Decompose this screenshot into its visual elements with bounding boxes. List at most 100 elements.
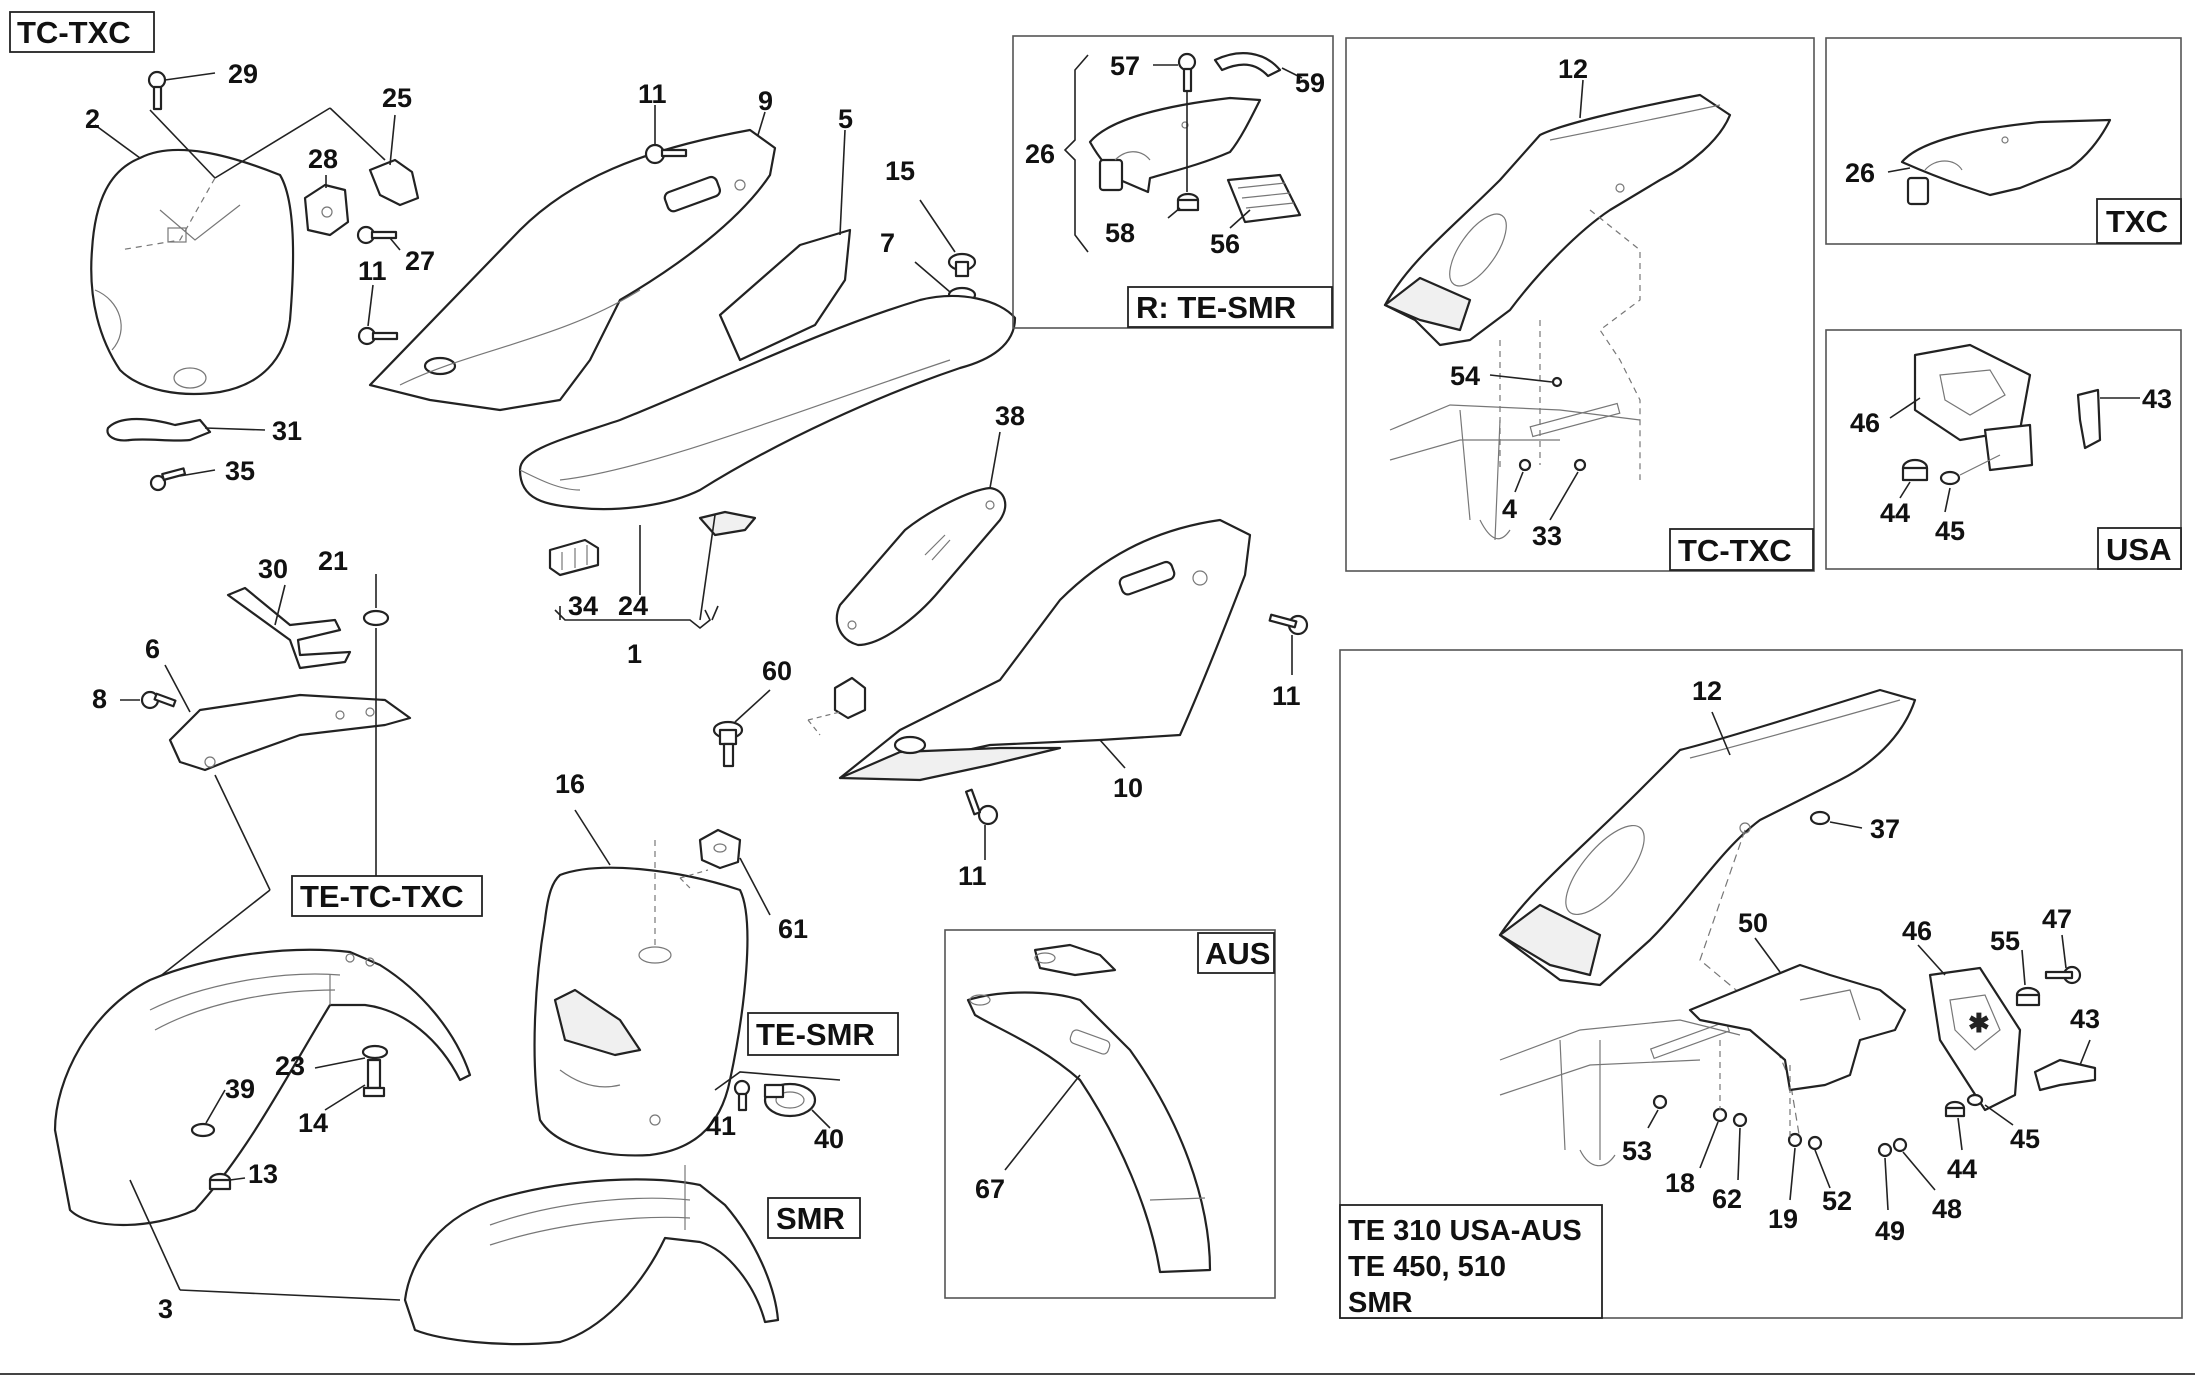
callout-23: 23 bbox=[275, 1051, 305, 1081]
callout-16: 16 bbox=[555, 769, 585, 799]
callout-1: 1 bbox=[627, 639, 642, 669]
washer-45a-part bbox=[1939, 470, 1961, 486]
tag-aus: AUS bbox=[1205, 936, 1270, 971]
nut-44a-part bbox=[1901, 458, 1929, 482]
tag-box-usa bbox=[2097, 527, 2182, 570]
callout-41: 41 bbox=[706, 1111, 736, 1141]
front-fender-3b-part bbox=[403, 1165, 780, 1346]
callout-45b: 45 bbox=[2010, 1124, 2040, 1154]
front-fender-3a-part bbox=[53, 948, 472, 1227]
r-te-smr-panel-frame bbox=[1012, 35, 1334, 329]
washer-21-part bbox=[362, 609, 390, 627]
screw-11c-part bbox=[1268, 613, 1309, 636]
callout-33: 33 bbox=[1532, 521, 1562, 551]
callout-58: 58 bbox=[1105, 218, 1135, 248]
callout-50: 50 bbox=[1738, 908, 1768, 938]
callout-46b: 46 bbox=[1902, 916, 1932, 946]
screw-33-part bbox=[1573, 458, 1587, 472]
tag-smr: SMR bbox=[776, 1201, 845, 1236]
washer-23-part bbox=[361, 1044, 389, 1060]
callout-12a: 12 bbox=[1558, 54, 1588, 84]
clamp-40-part bbox=[763, 1082, 817, 1118]
callout-52: 52 bbox=[1822, 1186, 1852, 1216]
side-cover-10-part bbox=[838, 518, 1252, 782]
bracket-30-part bbox=[226, 586, 352, 670]
screw-11d-part bbox=[964, 788, 999, 826]
variant-line-3: SMR bbox=[1348, 1287, 1413, 1319]
tag-box-txc bbox=[2096, 198, 2182, 244]
tag-box-tc-txc-panel bbox=[1669, 528, 1814, 571]
side-cover-9-part bbox=[368, 128, 777, 412]
callout-26b: 26 bbox=[1845, 158, 1875, 188]
callout-31: 31 bbox=[272, 416, 302, 446]
clip-61-part bbox=[698, 828, 742, 870]
decal-5-part bbox=[718, 228, 852, 362]
rear-fender-12b-part bbox=[1498, 688, 1917, 987]
bolt-19-part bbox=[1787, 1132, 1803, 1148]
callout-62: 62 bbox=[1712, 1184, 1742, 1214]
svg-text:✱: ✱ bbox=[1968, 1008, 1990, 1038]
callout-61: 61 bbox=[778, 914, 808, 944]
callout-6: 6 bbox=[145, 634, 160, 664]
tag-box-r-te-smr bbox=[1127, 286, 1333, 328]
callout-19: 19 bbox=[1768, 1204, 1798, 1234]
callout-11c: 11 bbox=[1272, 681, 1301, 711]
txc-panel-frame bbox=[1825, 37, 2182, 245]
callout-21: 21 bbox=[318, 546, 348, 576]
license-bracket-46b-part: ✱ bbox=[1928, 966, 2022, 1112]
callout-3: 3 bbox=[158, 1294, 173, 1324]
screw-8-part bbox=[140, 690, 177, 710]
nut-53-part bbox=[1652, 1094, 1668, 1110]
callout-8: 8 bbox=[92, 684, 107, 714]
callout-57: 57 bbox=[1110, 51, 1140, 81]
usa-panel-frame bbox=[1825, 329, 2182, 570]
callout-28: 28 bbox=[308, 144, 338, 174]
tag-r-te-smr: R: TE-SMR bbox=[1136, 290, 1296, 325]
variant-line-2: TE 450, 510 bbox=[1348, 1251, 1506, 1283]
tag-te-smr: TE-SMR bbox=[756, 1017, 875, 1052]
nut-44b-part bbox=[1944, 1100, 1966, 1118]
callout-48: 48 bbox=[1932, 1194, 1962, 1224]
callout-59: 59 bbox=[1295, 68, 1325, 98]
callout-60: 60 bbox=[762, 656, 792, 686]
callout-49: 49 bbox=[1875, 1216, 1905, 1246]
decal-56-part bbox=[1226, 173, 1302, 224]
screw-11a-part bbox=[357, 326, 399, 346]
bracket-6-part bbox=[168, 693, 412, 772]
washer-62-part bbox=[1732, 1112, 1748, 1128]
grommet-59-part bbox=[1213, 52, 1282, 78]
headlight-mask-part bbox=[90, 148, 295, 395]
clip-side-part bbox=[833, 676, 867, 720]
nut-49-part bbox=[1877, 1142, 1893, 1158]
callout-26a: 26 bbox=[1025, 139, 1055, 169]
callout-43a: 43 bbox=[2142, 384, 2172, 414]
callout-35: 35 bbox=[225, 456, 255, 486]
callout-15: 15 bbox=[885, 156, 915, 186]
callout-4a: 4 bbox=[1502, 494, 1517, 524]
callout-25: 25 bbox=[382, 83, 412, 113]
nut-13-part bbox=[208, 1172, 232, 1191]
washer-45b-part bbox=[1966, 1093, 1984, 1107]
fastener-15-part bbox=[947, 252, 977, 278]
screw-47-part bbox=[2044, 965, 2082, 985]
callout-56: 56 bbox=[1210, 229, 1240, 259]
callout-11a: 11 bbox=[358, 256, 387, 286]
variant-line-1: TE 310 USA-AUS bbox=[1348, 1215, 1582, 1247]
te310-panel-frame bbox=[1339, 649, 2183, 1319]
callout-44b: 44 bbox=[1947, 1154, 1977, 1184]
callout-27: 27 bbox=[405, 246, 435, 276]
tag-box-tc-txc-top bbox=[9, 11, 155, 53]
screw-29-part bbox=[147, 70, 167, 111]
screw-57-part bbox=[1177, 52, 1197, 93]
decal-38-part bbox=[835, 486, 1007, 647]
license-bracket-46a-part bbox=[1913, 343, 2034, 472]
callout-7: 7 bbox=[880, 228, 895, 258]
tag-box-smr bbox=[767, 1197, 861, 1239]
callout-13: 13 bbox=[248, 1159, 278, 1189]
bracket-43a-part bbox=[2076, 388, 2102, 450]
callout-11b: 11 bbox=[638, 79, 667, 109]
tag-usa: USA bbox=[2106, 532, 2171, 567]
callout-34: 34 bbox=[568, 591, 598, 621]
seat-24-part bbox=[518, 294, 1017, 537]
